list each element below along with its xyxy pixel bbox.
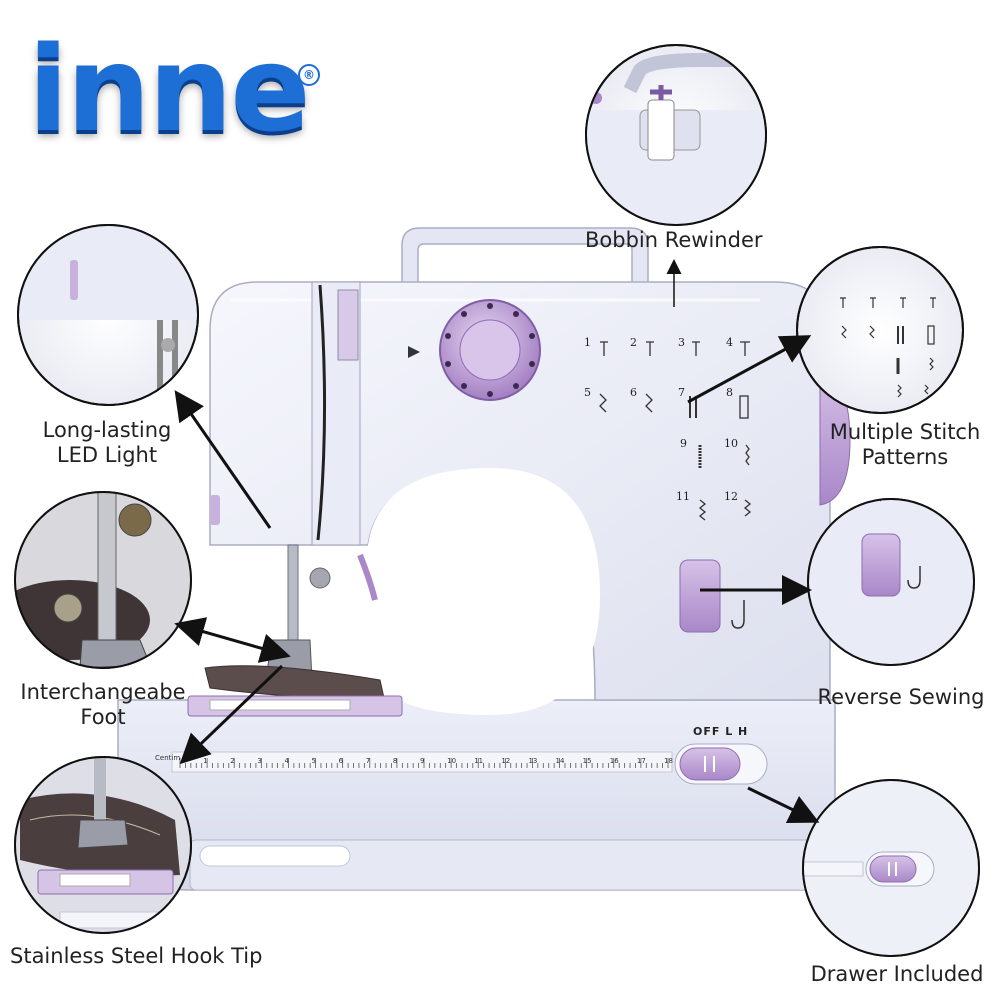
ruler-number: 13 xyxy=(528,757,538,765)
brand-logo: inne xyxy=(28,20,310,158)
caption-drawer-included: Drawer Included xyxy=(810,962,984,986)
free-arm-opening xyxy=(368,468,600,715)
stitch-number: 4 xyxy=(726,336,733,349)
ruler-number: 14 xyxy=(555,757,565,765)
fabric-sample xyxy=(204,665,385,699)
drawer-handle xyxy=(199,845,351,867)
callout-arrows xyxy=(174,259,820,824)
thread-tension-window xyxy=(337,289,359,361)
stitch-number: 6 xyxy=(630,386,637,399)
needle-bar xyxy=(287,544,299,646)
ruler-number: 17 xyxy=(636,757,646,765)
registered-mark-icon: ® xyxy=(298,64,320,86)
power-switch-knob xyxy=(679,747,741,781)
caption-bobbin-rewinder: Bobbin Rewinder xyxy=(585,228,763,252)
stitch-number: 7 xyxy=(678,386,685,399)
stitch-number: 11 xyxy=(676,490,690,503)
ruler-number: 12 xyxy=(501,757,511,765)
ruler-number: 10 xyxy=(447,757,457,765)
ruler-number: 6 xyxy=(338,757,344,765)
stitch-number: 1 xyxy=(584,336,591,349)
caption-hook-tip: Stainless Steel Hook Tip xyxy=(10,944,263,968)
stitch-number: 12 xyxy=(724,490,738,503)
stitch-pattern-grid xyxy=(599,341,752,521)
stitch-number: 2 xyxy=(630,336,637,349)
power-switch-label: OFF L H xyxy=(693,725,749,738)
ruler-number: 1 xyxy=(203,757,208,765)
caption-interchangeable-foot: Interchangeabe Foot xyxy=(20,680,186,729)
ruler-number: 11 xyxy=(474,757,484,765)
reverse-lever xyxy=(679,559,721,633)
ruler-number: 15 xyxy=(582,757,592,765)
ruler-number: 16 xyxy=(609,757,619,765)
ruler-number: 18 xyxy=(664,757,673,765)
ruler-number: 9 xyxy=(420,757,425,765)
ruler-number: 2 xyxy=(230,757,235,765)
ruler-number: 7 xyxy=(365,757,371,765)
dial-pointer-icon xyxy=(408,346,420,358)
ruler-unit-label: Centim xyxy=(155,754,181,762)
caption-led-light: Long-lasting LED Light xyxy=(42,418,172,467)
caption-reverse-sewing: Reverse Sewing xyxy=(817,685,985,709)
stitch-number: 9 xyxy=(680,437,687,450)
ruler-number: 3 xyxy=(257,757,262,765)
ruler-number: 8 xyxy=(392,757,398,765)
caption-stitch-patterns: Multiple Stitch Patterns xyxy=(829,420,981,469)
stitch-number: 8 xyxy=(726,386,733,399)
stitch-number: 10 xyxy=(724,437,738,450)
ruler-number: 4 xyxy=(284,757,289,765)
stitch-number: 5 xyxy=(584,386,591,399)
ruler-strip xyxy=(171,751,673,773)
ruler-number: 5 xyxy=(311,757,317,765)
stitch-number: 3 xyxy=(678,336,685,349)
led-light-housing xyxy=(210,495,220,525)
